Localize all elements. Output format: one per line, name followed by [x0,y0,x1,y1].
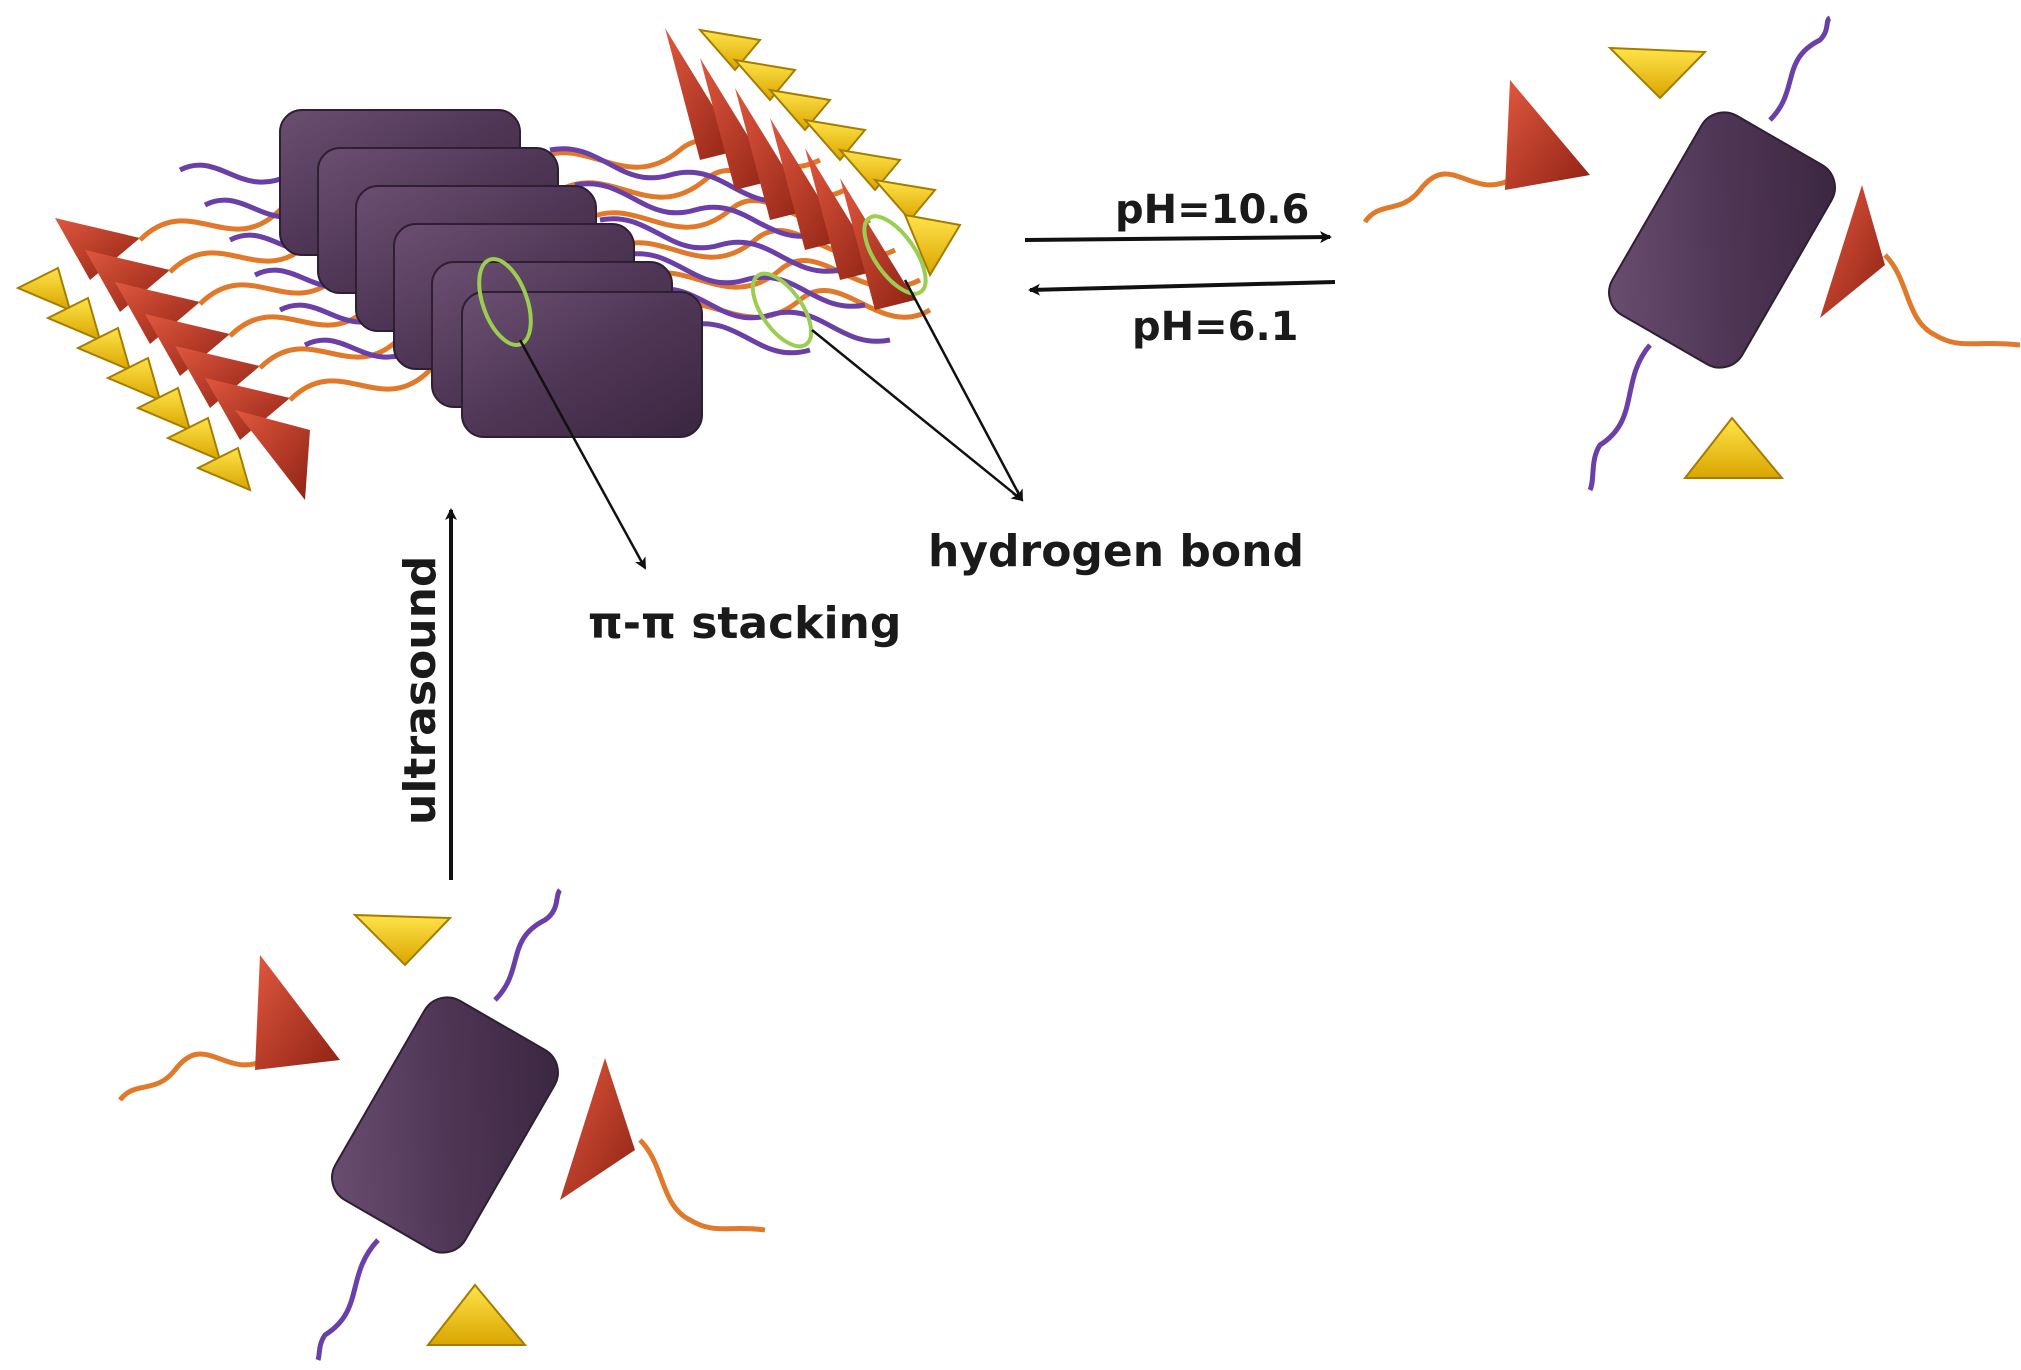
hydrogen-bond-highlight-ring [750,271,814,349]
aggregate-yellow-triangle-icon [732,58,797,102]
aggregate-assembly [15,28,962,500]
aggregate-yellow-triangle-icon [105,356,162,402]
aggregate-red-cone-icon [840,178,915,310]
ultrasound-label: ultrasound [395,556,446,825]
aggregate-red-cone-icon [205,378,290,440]
aggregate-red-cone-icon [175,346,260,408]
aggregate-yellow-triangle-icon [75,326,132,372]
aggregate-red-cone-icon [145,314,230,376]
pi-stacking-pointer [518,339,647,570]
monomer-initial [331,996,559,1254]
orange-chain [118,1051,267,1102]
yellow-triangle-icon [1607,46,1708,100]
hydrogen-bond-highlight-ring [862,214,928,296]
aggregate-left-triangles [15,218,310,500]
aggregate-red-cone-icon [235,410,310,500]
yellow-triangle-icon [1682,416,1785,479]
orange-chain [1883,253,2021,348]
aggregate-right-triangles [665,28,962,310]
monomer-dissociated [1608,111,1836,369]
purple-chain [315,1238,380,1361]
aggregate-yellow-triangle-icon [837,148,902,192]
aggregate-red-cone-icon [85,250,170,312]
aggregate-yellow-triangle-icon [767,88,832,132]
red-cone-icon [1820,185,1885,318]
purple-chain [1768,15,1832,122]
aggregate-yellow-triangle-icon [872,178,937,222]
monomer-dissociated-groups [1362,15,2021,492]
aggregate-red-cone-icon [115,282,200,344]
yellow-triangle-icon [425,1283,528,1346]
ph-reverse-label: pH=6.1 [1132,304,1298,350]
yellow-triangle-icon [352,913,453,967]
rounded-rectangle-core-icon [1608,111,1836,369]
aggregate-yellow-triangle-icon [135,386,192,432]
purple-chain [493,888,563,1002]
ph-reverse-arrow [1028,280,1336,296]
orange-chain [1362,171,1512,224]
aggregate-yellow-triangle-icon [903,213,962,278]
hydrogen-bond-label: hydrogen bond [928,526,1304,577]
red-cone-icon [1505,80,1590,190]
monomer-initial-groups [118,888,766,1361]
hydrogen-bond-pointer [903,279,1024,502]
red-cone-icon [560,1058,635,1200]
aggregate-yellow-triangle-icon [165,416,222,462]
rounded-rectangle-core-icon [461,291,703,438]
annotation-pointers [518,279,1024,570]
purple-chain [1587,343,1652,492]
aggregate-red-cone-icon [55,218,140,280]
aggregate-yellow-triangle-icon [697,28,762,72]
ph-forward-label: pH=10.6 [1115,187,1309,233]
hydrogen-bond-pointer [811,329,1024,502]
pi-stacking-highlight-ring [477,257,533,347]
aggregate-yellow-triangle-icon [195,446,252,492]
ph-forward-arrow [1024,231,1332,244]
aggregate-yellow-triangle-icon [45,296,102,342]
highlight-rings [477,214,928,349]
pi-stacking-label: π-π stacking [588,598,901,649]
rounded-rectangle-core-icon [331,996,559,1254]
aggregate-yellow-triangle-icon [15,266,72,312]
red-cone-icon [255,955,340,1070]
ph-equilibrium-arrows [1024,231,1336,296]
orange-chain [638,1138,766,1233]
aggregate-core-stack [279,109,703,438]
aggregate-yellow-triangle-icon [802,118,867,162]
